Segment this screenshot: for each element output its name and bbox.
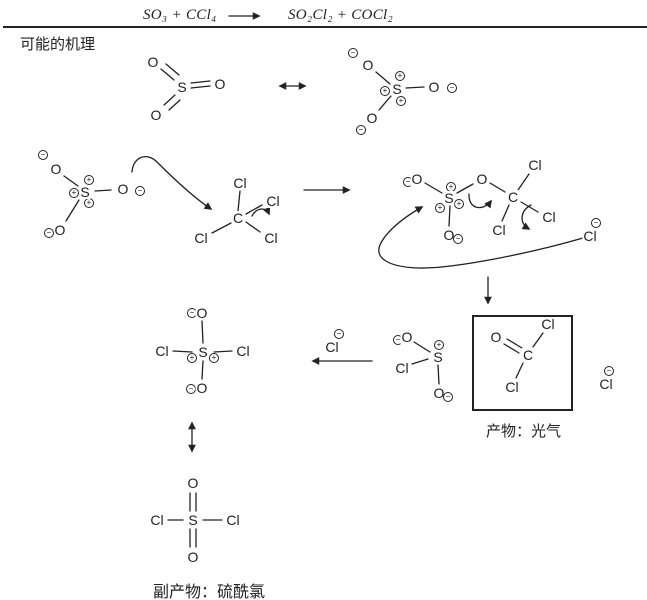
mechanism-label: 可能的机理 [20,37,96,53]
atom-label-s: S [391,81,403,97]
divider-rule [3,26,647,28]
curved-arrow-chloride-loop [378,206,584,269]
minus-charge-icon: − [186,384,196,394]
minus-charge-icon: − [443,392,453,402]
atom-label-o: O [149,107,163,123]
atom-label-cl: Cl [225,512,241,528]
atom-label-o: O [361,57,375,73]
atom-label-o: O [475,171,489,187]
atom-label-o: O [146,54,160,70]
plus-charge-icon: + [69,188,79,198]
curved-arrow-c-cl-cleavage [521,204,532,230]
bonds-so2cl-anion [411,341,440,385]
atom-label-o: O [442,227,456,243]
atom-label-s: S [176,79,188,95]
curved-arrow-o-attacks-c [131,155,213,210]
atom-label-s: S [432,349,444,365]
bonds-so3 [160,63,211,111]
atom-label-o: O [400,329,414,345]
atom-label-cl: Cl [149,512,165,528]
atom-label-o: O [427,79,441,95]
products-formula: SO₂Cl₂ + COCl₂ [288,7,393,23]
atom-label-cl: Cl [235,343,251,359]
plus-charge-icon: + [435,203,445,213]
plus-charge-icon: + [84,175,94,185]
atom-label-cl: Cl [193,230,209,246]
plus-charge-icon: + [380,86,390,96]
atom-label-o: O [186,549,200,565]
atom-label-cl: Cl [541,209,557,225]
atom-label-cl: Cl [263,230,279,246]
bonds-sulfuryl-chloride [167,492,223,548]
curved-arrow-ccl4-bond [251,206,271,217]
atom-label-cl: Cl [598,376,614,392]
atom-label-o: O [195,305,209,321]
bonds-adduct [424,173,539,227]
bonds-phosgene [503,332,544,379]
minus-charge-icon: − [44,228,54,238]
atom-label-o: O [49,161,63,177]
atom-label-cl: Cl [582,228,598,244]
atom-label-o: O [195,380,209,396]
byproduct-label: 副产物：硫酰氯 [153,584,266,600]
atom-label-o: O [432,385,446,401]
minus-charge-icon: − [604,366,614,376]
minus-charge-icon: − [348,48,358,58]
atom-label-o: O [489,329,503,345]
minus-charge-icon: − [447,83,457,93]
minus-charge-icon: − [135,186,145,196]
minus-charge-icon: − [334,329,344,339]
plus-charge-icon: + [434,340,444,350]
atom-label-c: C [231,210,245,226]
product-highlight-box [472,315,573,411]
atom-label-cl: Cl [154,343,170,359]
bonds-so3-zwitterion [375,71,425,111]
atom-label-s: S [187,512,199,528]
plus-charge-icon: + [396,96,406,106]
atom-label-c: C [521,347,535,363]
atom-label-o: O [186,475,200,491]
atom-label-cl: Cl [504,379,520,395]
bonds-ccl4 [211,190,263,234]
plus-charge-icon: + [454,199,464,209]
minus-charge-icon: − [38,150,48,160]
atom-label-s: S [197,344,209,360]
atom-label-cl: Cl [324,339,340,355]
plus-charge-icon: + [187,353,197,363]
atom-label-cl: Cl [527,157,543,173]
plus-charge-icon: + [209,353,219,363]
atom-label-s: S [443,190,455,206]
bonds-so3-nucleophile [63,175,112,222]
atom-label-c: C [506,189,520,205]
atom-label-o: O [213,76,227,92]
atom-label-s: S [79,184,91,200]
reactants-formula: SO₃ + CCl₄ [143,7,217,23]
atom-label-o: O [116,181,130,197]
atom-label-cl: Cl [232,175,248,191]
minus-charge-icon: − [356,125,366,135]
bonds-sulfonyl-zwitterion [172,320,233,380]
atom-label-o: O [53,222,67,238]
minus-charge-icon: − [453,234,463,244]
atom-label-o: O [410,171,424,187]
atom-label-cl: Cl [540,316,556,332]
atom-label-cl: Cl [491,222,507,238]
atom-label-cl: Cl [265,193,281,209]
minus-charge-icon: − [591,218,601,228]
product-label: 产物：光气 [486,424,562,440]
atom-label-o: O [365,110,379,126]
curved-arrow-bridge-o [468,193,492,209]
plus-charge-icon: + [395,71,405,81]
atom-label-cl: Cl [394,360,410,376]
